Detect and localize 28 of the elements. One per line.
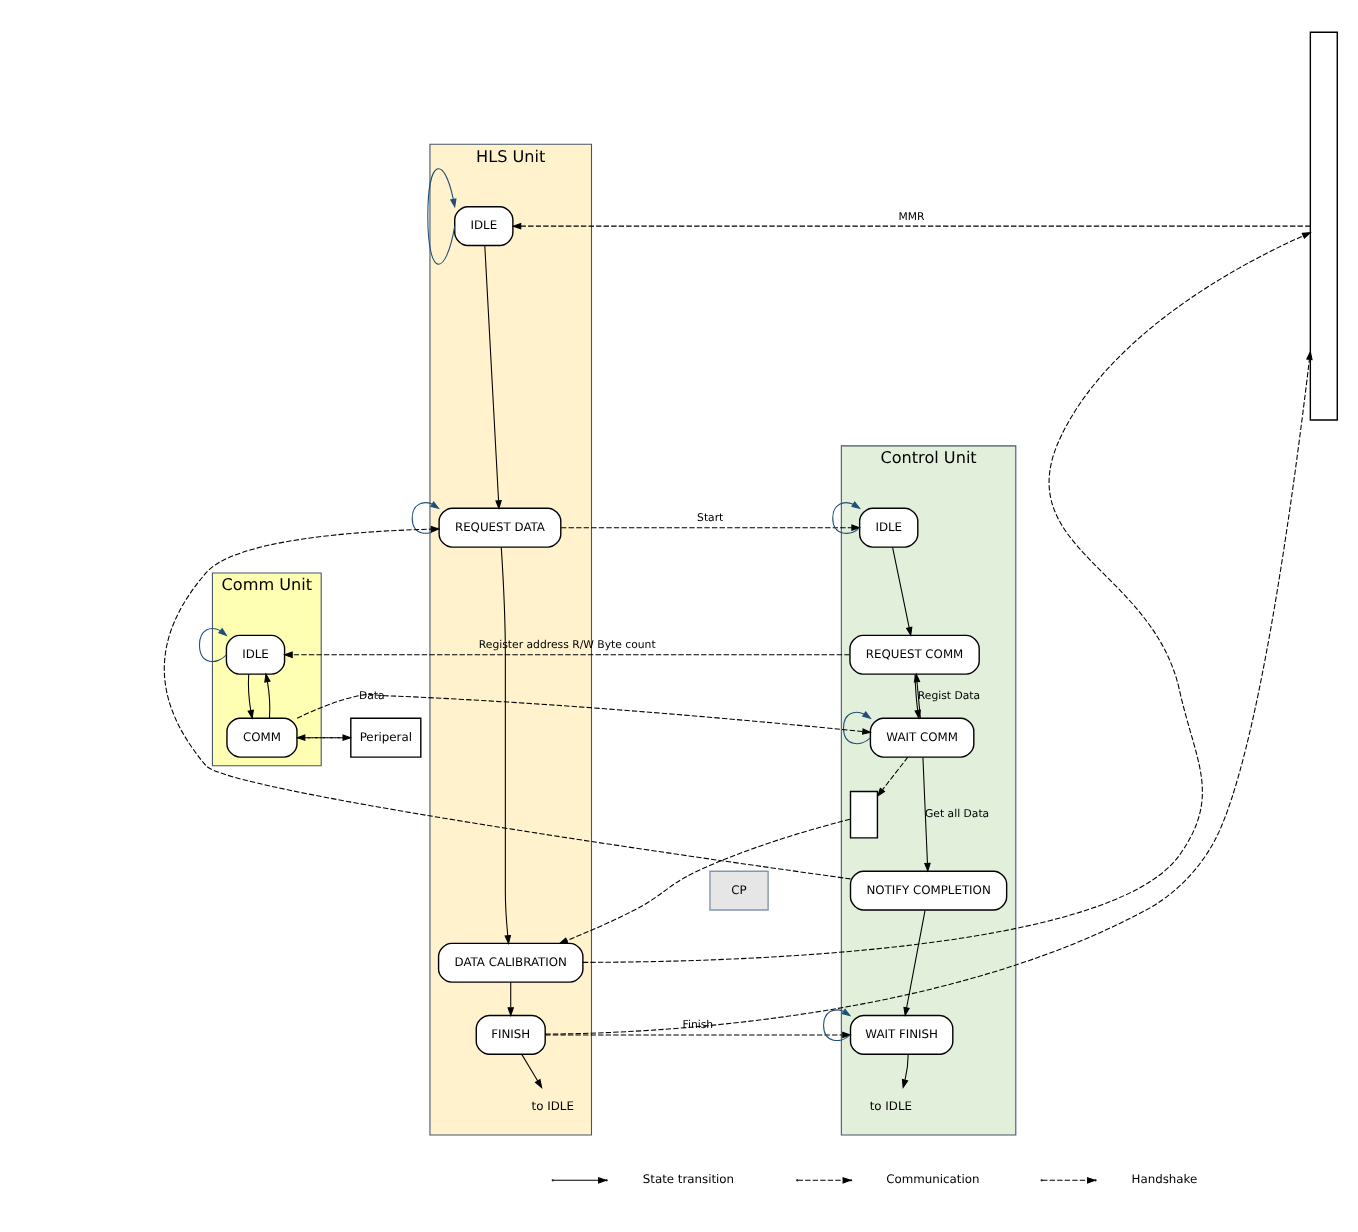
arrow (832, 501, 862, 534)
arrow (264, 672, 271, 719)
arrow (163, 525, 852, 880)
arrow (544, 1031, 852, 1039)
arrow (901, 1053, 909, 1090)
node-box (849, 790, 879, 839)
arrow (558, 818, 851, 944)
arrow (427, 168, 457, 265)
arrow (521, 1053, 543, 1089)
arrow (903, 909, 926, 1017)
arrow (876, 756, 909, 798)
arrow (823, 1008, 852, 1042)
arrow (198, 627, 228, 663)
arrow (842, 710, 872, 745)
arrow (892, 546, 913, 637)
arrow (500, 546, 512, 945)
arrow (411, 501, 440, 534)
node-bar (1309, 31, 1338, 421)
arrow (582, 232, 1312, 963)
arrow (507, 981, 515, 1017)
arrow (283, 651, 851, 659)
arrow (560, 524, 862, 532)
arrow (544, 350, 1313, 1035)
arrow (511, 222, 1311, 230)
arrow (484, 245, 502, 510)
arrow (922, 756, 931, 873)
arrow (247, 673, 254, 720)
arrow (296, 694, 872, 735)
